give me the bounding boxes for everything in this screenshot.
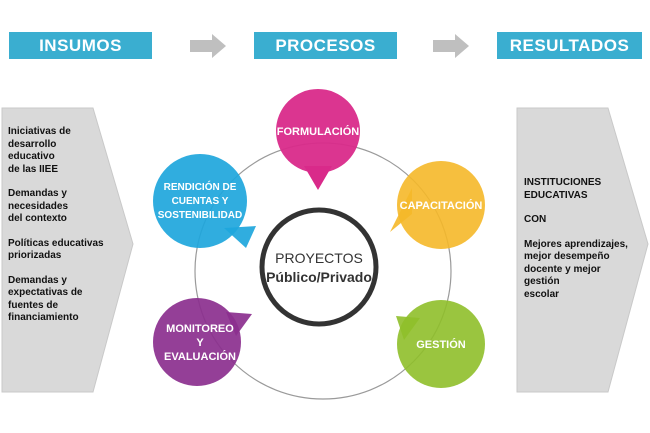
bubble-capacitacion-label: CAPACITACIÓN	[400, 199, 483, 212]
header-procesos: PROCESOS	[254, 32, 397, 59]
bubble-gestion-circle	[397, 300, 485, 388]
bubble-rendicion-circle	[153, 154, 247, 248]
bubble-monitoreo-circle	[153, 298, 241, 386]
right-line-con: CON	[524, 214, 547, 225]
bubble-formulacion-circle	[276, 89, 360, 173]
bubble-rendicion-label-3: SOSTENIBILIDAD	[158, 210, 242, 221]
bubble-gestion-label: GESTIÓN	[416, 338, 466, 351]
left-item-demandas: Demandas y necesidades del contexto	[8, 188, 69, 224]
left-panel-shape	[1, 107, 134, 393]
header-insumos: INSUMOS	[9, 32, 152, 59]
arrow-procesos-resultados	[433, 34, 469, 58]
right-panel-text: INSTITUCIONES EDUCATIVAS CON Mejores apr…	[524, 177, 642, 313]
bubble-formulacion: FORMULACIÓN	[276, 89, 360, 190]
right-panel-shape	[516, 107, 649, 393]
header-resultados: RESULTADOS	[497, 32, 642, 59]
bubble-capacitacion-circle	[397, 161, 485, 249]
right-line-mejores: Mejores aprendizajes, mejor desempeño do…	[524, 238, 628, 300]
bubble-monitoreo: MONITOREO Y EVALUACIÓN	[153, 298, 252, 386]
center-circle	[259, 207, 379, 327]
left-item-iniciativas: Iniciativas de desarrollo educativo de l…	[8, 126, 71, 175]
bubble-monitoreo-label-3: EVALUACIÓN	[164, 350, 236, 363]
bubble-monitoreo-label-1: MONITOREO	[166, 323, 234, 335]
bubble-formulacion-label: FORMULACIÓN	[277, 125, 360, 138]
bubble-capacitacion: CAPACITACIÓN	[390, 161, 485, 249]
right-line-instituciones: INSTITUCIONES EDUCATIVAS	[524, 177, 602, 201]
bubble-gestion: GESTIÓN	[396, 300, 485, 388]
bubble-formulacion-tail	[304, 166, 332, 190]
bubble-rendicion-label-2: CUENTAS Y	[172, 196, 229, 207]
bubble-rendicion: RENDICIÓN DE CUENTAS Y SOSTENIBILIDAD	[153, 154, 256, 248]
center-subtitle: Público/Privado	[266, 269, 372, 285]
center-title: PROYECTOS	[275, 250, 363, 266]
bubble-rendicion-label-1: RENDICIÓN DE	[164, 180, 237, 193]
arrow-insumos-procesos	[190, 34, 226, 58]
left-item-politicas: Políticas educativas priorizadas	[8, 237, 104, 262]
left-panel-text: Iniciativas de desarrollo educativo de l…	[8, 126, 126, 337]
left-item-expectativas: Demandas y expectativas de fuentes de fi…	[8, 274, 83, 324]
bubble-monitoreo-label-2: Y	[196, 337, 204, 349]
